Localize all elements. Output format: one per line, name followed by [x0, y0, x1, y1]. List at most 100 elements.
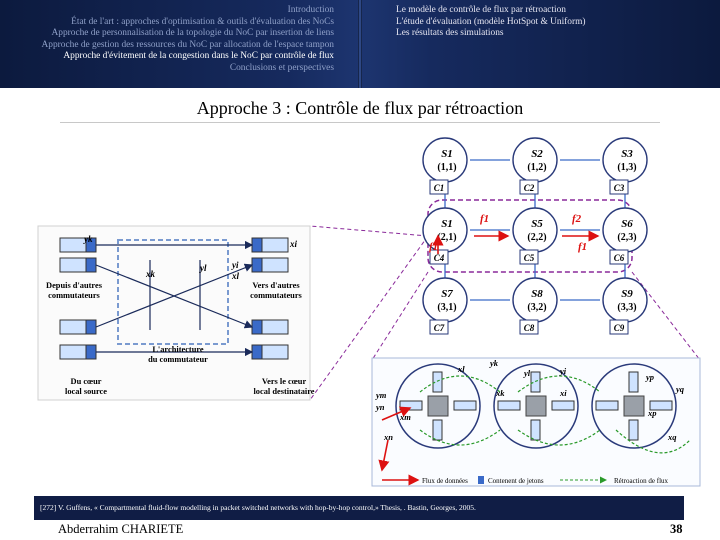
node-circle: [422, 277, 468, 323]
node-switch-label: S3: [621, 148, 633, 160]
node-circle: [512, 137, 558, 183]
core-label: C6: [614, 253, 625, 263]
subsection-item[interactable]: L'étude d'évaluation (modèle HotSpot & U…: [396, 16, 586, 27]
grid-node: S8 (3,2) C8: [512, 277, 558, 335]
core-label: C2: [524, 183, 535, 193]
core-label: C1: [434, 183, 445, 193]
grid-node: S1(2,1)C4: [422, 207, 468, 265]
subsection-item[interactable]: Le modèle de contrôle de flux par rétroa…: [396, 5, 566, 15]
node-coord-label: (2,3): [617, 232, 636, 243]
grid-node: S3 (1,3) C3: [602, 137, 648, 195]
core-label: C5: [524, 253, 535, 263]
outline-item[interactable]: État de l'art : approches d'optimisation…: [71, 16, 334, 27]
outline-nav: Introduction État de l'art : approches d…: [42, 5, 360, 75]
label-xl: xl: [457, 364, 465, 374]
label-yi: yi: [559, 366, 567, 376]
legend-token-feedback: Rétroaction de flux: [614, 477, 669, 485]
core-box: [519, 319, 539, 335]
core-box: [609, 249, 629, 265]
flow-label: f1: [480, 213, 489, 225]
outline-item-current[interactable]: Approche d'évitement de la congestion da…: [63, 51, 334, 62]
grid-node: S5(2,2)C5: [512, 207, 558, 265]
header-divider: [358, 0, 362, 88]
node-switch-label: S2: [531, 148, 543, 160]
label-xm: xm: [399, 412, 411, 422]
outline-item[interactable]: Approche de gestion des ressources du No…: [41, 39, 334, 50]
label-yl: yl: [199, 263, 207, 273]
legend-data-flow: Flux de données: [422, 477, 468, 485]
crossbar-lines: [95, 240, 254, 357]
subsection-nav: Le modèle de contrôle de flux par rétroa…: [396, 5, 586, 40]
core-label: C8: [524, 323, 535, 333]
output-buffers-right: [251, 237, 289, 360]
legend-token-counter: Contenent de jetons: [488, 477, 544, 485]
flow-arrows: [432, 230, 600, 254]
node-coord-label: (3,2): [527, 302, 546, 313]
flow-label: f1: [429, 241, 438, 253]
outline-item[interactable]: Conclusions et perspectives: [229, 62, 334, 73]
node-switch-label: S6: [621, 218, 633, 230]
node-switch-label: S7: [441, 288, 453, 300]
citation-bar: [272] V. Guffens, « Compartmental fluid-…: [34, 496, 684, 520]
core-box: [429, 249, 449, 265]
grid-node: S6 (2,3) C6: [602, 207, 648, 265]
node-switch-label: S8: [531, 288, 543, 300]
flow-label: f1: [578, 241, 587, 253]
node-circle: [512, 207, 558, 253]
label-xk: xk: [145, 269, 156, 279]
core-label: C3: [614, 183, 625, 193]
core-label: C9: [614, 323, 625, 333]
outline-item[interactable]: Introduction: [287, 5, 334, 15]
node-coord-label: (1,2): [527, 162, 546, 173]
label-xi: xi: [559, 388, 567, 398]
router-legend: Flux de données Contenent de jetons Rétr…: [382, 474, 669, 486]
core-box: [519, 179, 539, 195]
node-coord-label: (2,2): [527, 232, 546, 243]
label-yi: yi: [231, 260, 239, 270]
author-name: Abderrahim CHARIETE: [58, 522, 184, 536]
header-bar: Introduction État de l'art : approches d…: [0, 0, 720, 88]
grid-nodes: S1(1,1)C1S2(1,2)C2S3(1,3)C3S1(2,1)C4S5(2…: [422, 137, 648, 335]
label-xl: xl: [231, 271, 240, 281]
outline-item[interactable]: Approche de personnalisation de la topol…: [51, 28, 335, 39]
subsection-item[interactable]: Les résultats des simulations: [396, 28, 504, 39]
grid-node: S9 (3,3) C9: [602, 277, 648, 335]
node-switch-label: S9: [621, 288, 633, 300]
label-yk: yk: [83, 234, 93, 244]
grid-node: S7 (3,1) C7: [422, 277, 468, 335]
flow-label: f2: [572, 213, 582, 225]
node-circle: [602, 277, 648, 323]
node-circle: [602, 137, 648, 183]
node-coord-label: (1,1): [437, 162, 456, 173]
core-box: [519, 249, 539, 265]
label-xi: xi: [289, 239, 298, 249]
slide-title: Approche 3 : Contrôle de flux par rétroa…: [196, 98, 524, 118]
router-detail: xl yk yl yi yp yq xk xi xp xm xn xq ym y…: [371, 357, 701, 487]
node-switch-label: S1: [441, 148, 453, 160]
node-coord-label: (1,3): [617, 162, 636, 173]
node-circle: [512, 277, 558, 323]
label-yl: yl: [523, 368, 531, 378]
node-coord-label: (3,3): [617, 302, 636, 313]
label-yq: yq: [675, 384, 685, 394]
grid-node: S1 (1,1) C1: [422, 137, 468, 195]
label-xp: xp: [647, 408, 657, 418]
node-coord-label: (3,1): [437, 302, 456, 313]
core-label: C7: [434, 323, 445, 333]
core-box: [429, 179, 449, 195]
node-switch-label: S1: [441, 218, 453, 230]
title-divider: [60, 122, 660, 123]
core-box: [609, 179, 629, 195]
core-box: [609, 319, 629, 335]
page-number: 38: [670, 522, 683, 536]
core-box: [429, 319, 449, 335]
grid-node: S2 (1,2) C2: [512, 137, 558, 195]
label-xn: xn: [383, 432, 393, 442]
